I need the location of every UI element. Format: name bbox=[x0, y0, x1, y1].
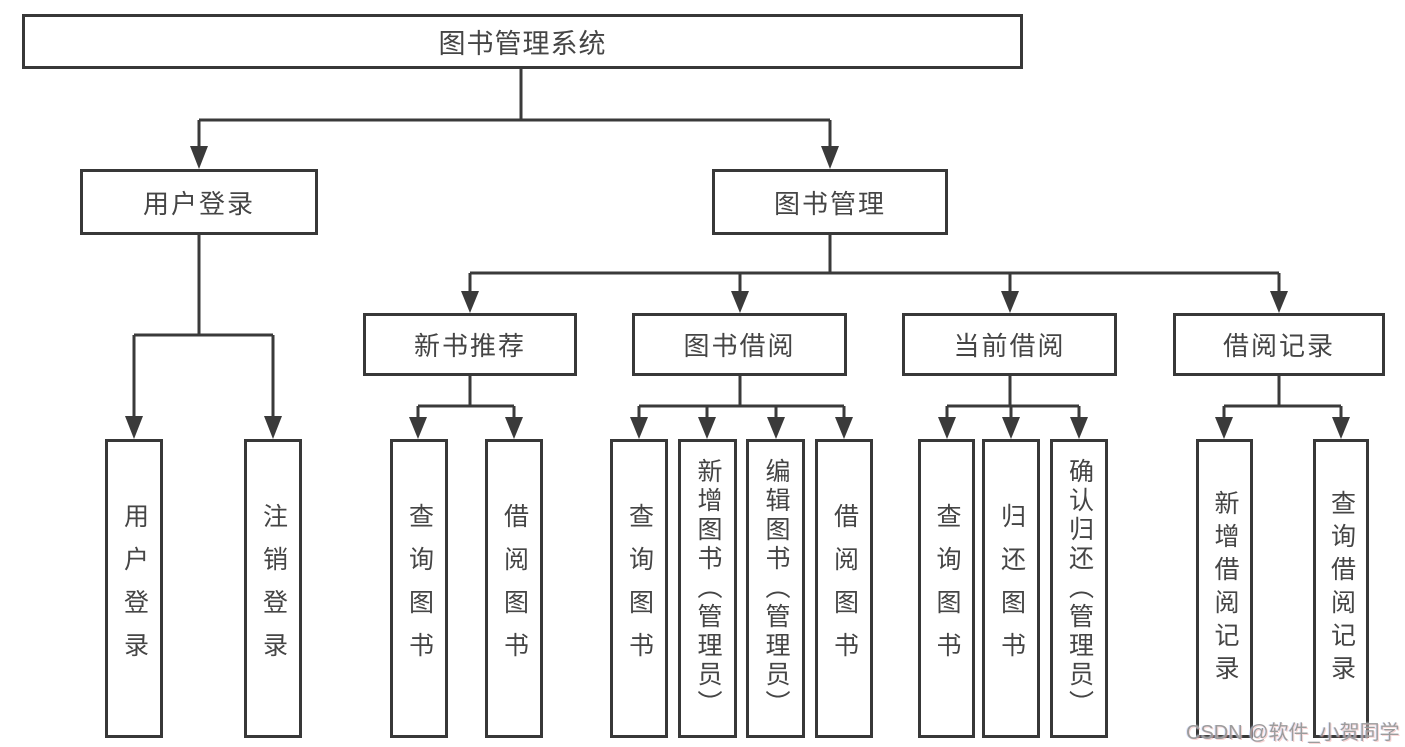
connector-borrowing-records-to-leaves bbox=[1215, 376, 1350, 439]
leaf-user-login: 用户登录 bbox=[105, 439, 163, 738]
leaf-label: 借阅图书 bbox=[830, 502, 859, 675]
leaf-label: 查询图书 bbox=[933, 502, 961, 675]
leaf-label: 编辑图书（管理员） bbox=[762, 458, 790, 719]
node-label: 用户登录 bbox=[142, 188, 255, 219]
leaf-query-books-borrowing: 查询图书 bbox=[610, 439, 668, 738]
connector-user-login-to-leaves bbox=[125, 235, 282, 439]
leaf-label: 查询图书 bbox=[625, 502, 654, 675]
leaf-add-book-admin: 新增图书（管理员） bbox=[678, 439, 737, 738]
leaf-add-borrow-record: 新增借阅记录 bbox=[1196, 439, 1253, 738]
leaf-query-books-current: 查询图书 bbox=[918, 439, 975, 738]
node-label: 新书推荐 bbox=[413, 331, 526, 361]
leaf-label: 查询图书 bbox=[405, 502, 434, 675]
node-book-borrowing: 图书借阅 bbox=[632, 313, 847, 376]
leaf-label: 新增借阅记录 bbox=[1211, 489, 1239, 688]
leaf-label: 注销登录 bbox=[259, 502, 288, 675]
leaf-return-book: 归还图书 bbox=[982, 439, 1040, 738]
node-label: 当前借阅 bbox=[953, 331, 1066, 361]
leaf-label: 确认归还（管理员） bbox=[1065, 458, 1094, 719]
connector-book-borrowing-to-leaves bbox=[630, 376, 853, 439]
csdn-watermark: CSDN @软件_小贺同学 bbox=[1186, 722, 1400, 744]
node-borrowing-records: 借阅记录 bbox=[1173, 313, 1385, 376]
leaf-query-borrow-record: 查询借阅记录 bbox=[1313, 439, 1369, 738]
node-library-management-system: 图书管理系统 bbox=[22, 14, 1023, 69]
connector-book-management-to-level3 bbox=[461, 235, 1288, 313]
connector-root-to-level2 bbox=[190, 67, 839, 169]
leaf-borrow-books-borrowing: 借阅图书 bbox=[815, 439, 873, 738]
node-label: 图书管理系统 bbox=[438, 29, 607, 59]
node-label: 图书借阅 bbox=[683, 331, 796, 361]
leaf-label: 归还图书 bbox=[997, 502, 1026, 675]
leaf-label: 查询借阅记录 bbox=[1327, 489, 1356, 688]
connector-new-book-recommend-to-leaves bbox=[409, 376, 523, 439]
node-label: 借阅记录 bbox=[1222, 331, 1335, 361]
leaf-edit-book-admin: 编辑图书（管理员） bbox=[746, 439, 805, 738]
node-user-login: 用户登录 bbox=[80, 169, 318, 235]
leaf-borrow-books-recommend: 借阅图书 bbox=[485, 439, 543, 738]
node-current-borrowing: 当前借阅 bbox=[902, 313, 1117, 376]
leaf-query-books-recommend: 查询图书 bbox=[390, 439, 448, 738]
node-book-management: 图书管理 bbox=[712, 169, 948, 235]
connector-current-borrowing-to-leaves bbox=[938, 376, 1088, 439]
leaf-logout: 注销登录 bbox=[244, 439, 302, 738]
leaf-label: 借阅图书 bbox=[500, 502, 529, 675]
leaf-confirm-return-admin: 确认归还（管理员） bbox=[1050, 439, 1108, 738]
node-label: 图书管理 bbox=[773, 188, 886, 219]
leaf-label: 新增图书（管理员） bbox=[694, 458, 722, 719]
node-new-book-recommend: 新书推荐 bbox=[363, 313, 577, 376]
leaf-label: 用户登录 bbox=[120, 502, 149, 675]
